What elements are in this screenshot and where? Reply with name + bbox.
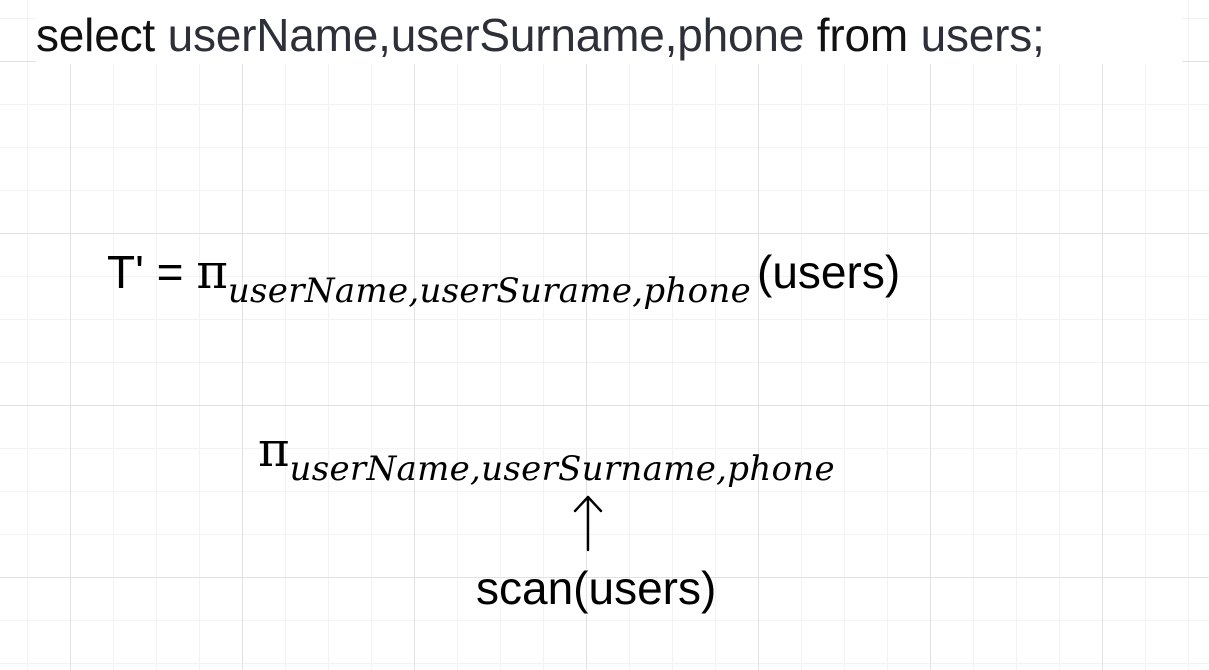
up-arrow-icon: ↑ bbox=[573, 495, 603, 552]
tree-projection-symbol: π bbox=[258, 422, 290, 478]
tree-projection-node: πuserName,userSurname,phone bbox=[258, 420, 835, 492]
sql-query: select userName,userSurname,phone from u… bbox=[36, 8, 1045, 62]
projection-attributes: userName,userSurame,phone bbox=[227, 271, 752, 311]
formula-relation: (users) bbox=[757, 246, 901, 298]
sql-background bbox=[36, 0, 1182, 64]
tree-projection-attributes: userName,userSurname,phone bbox=[289, 449, 835, 489]
formula-lhs: T' = bbox=[107, 246, 197, 298]
tree-scan-node: scan(users) bbox=[476, 562, 717, 614]
sql-table: users; bbox=[920, 9, 1045, 61]
projection-symbol: π bbox=[196, 244, 228, 300]
relational-algebra-formula: T' = πuserName,userSurame,phone(users) bbox=[107, 242, 900, 312]
sql-keyword-from: from bbox=[816, 9, 908, 61]
sql-columns: userName,userSurname,phone bbox=[167, 9, 805, 61]
sql-keyword-select: select bbox=[36, 9, 155, 61]
